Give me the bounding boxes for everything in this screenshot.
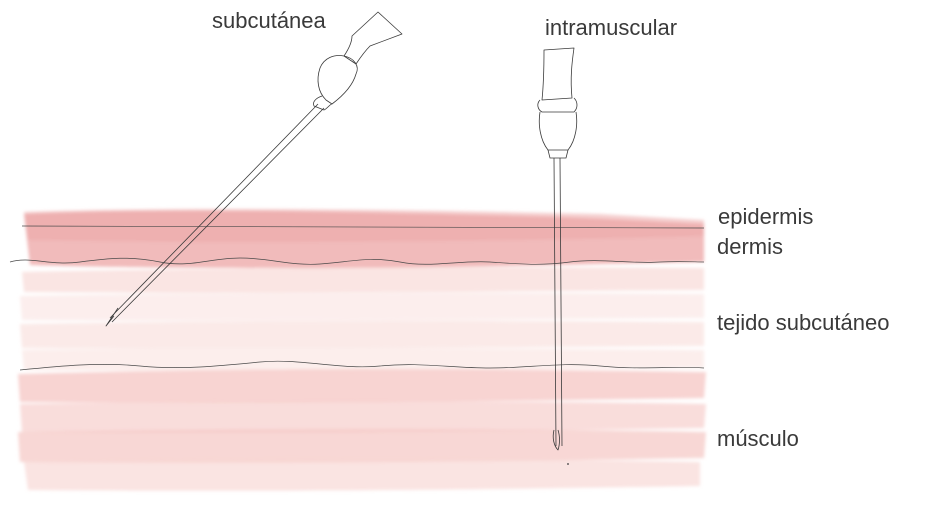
intramuscular-barrel [542, 48, 574, 100]
subcutaneous-band [20, 267, 704, 371]
subcutaneous-barrel [344, 12, 402, 64]
intramuscular-hub [539, 112, 576, 150]
muscle-label: músculo [717, 428, 799, 450]
dermis-label: dermis [717, 236, 783, 258]
epidermis-band [24, 209, 704, 242]
skin-layers [18, 209, 706, 491]
subcutaneous-hub [318, 56, 357, 105]
intramuscular-label: intramuscular [545, 17, 677, 39]
muscle-band [18, 369, 706, 491]
epidermis-label: epidermis [718, 206, 813, 228]
subcutaneous-tissue-label: tejido subcutáneo [717, 312, 889, 334]
subcutaneous-label: subcutánea [212, 10, 326, 32]
